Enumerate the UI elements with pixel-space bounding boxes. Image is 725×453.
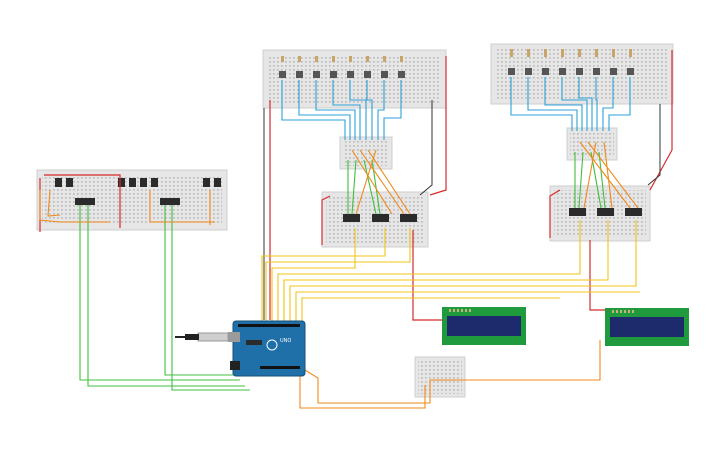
button-row-right[interactable] [508, 49, 634, 75]
shift-registers-left[interactable] [343, 214, 417, 222]
wires-blue [281, 77, 631, 140]
lcd-left[interactable] [442, 307, 526, 345]
breadboard-top-left[interactable] [262, 49, 447, 109]
wires-red [39, 50, 673, 321]
wires-yellow [261, 220, 640, 322]
wires-green [79, 151, 606, 391]
shift-registers-right[interactable] [569, 208, 642, 216]
arduino-model-label: UNO [280, 338, 291, 344]
lcd-right[interactable] [605, 308, 689, 346]
wires-black [263, 100, 661, 320]
arduino-uno-board[interactable]: UNO [228, 320, 306, 377]
button-row-left[interactable] [279, 56, 405, 78]
mini-board-chips [55, 178, 221, 205]
breadboard-small-bottom[interactable] [414, 356, 466, 398]
usb-cable [175, 332, 229, 342]
wires-orange [39, 141, 639, 409]
breadboard-middle-right[interactable] [549, 127, 651, 242]
